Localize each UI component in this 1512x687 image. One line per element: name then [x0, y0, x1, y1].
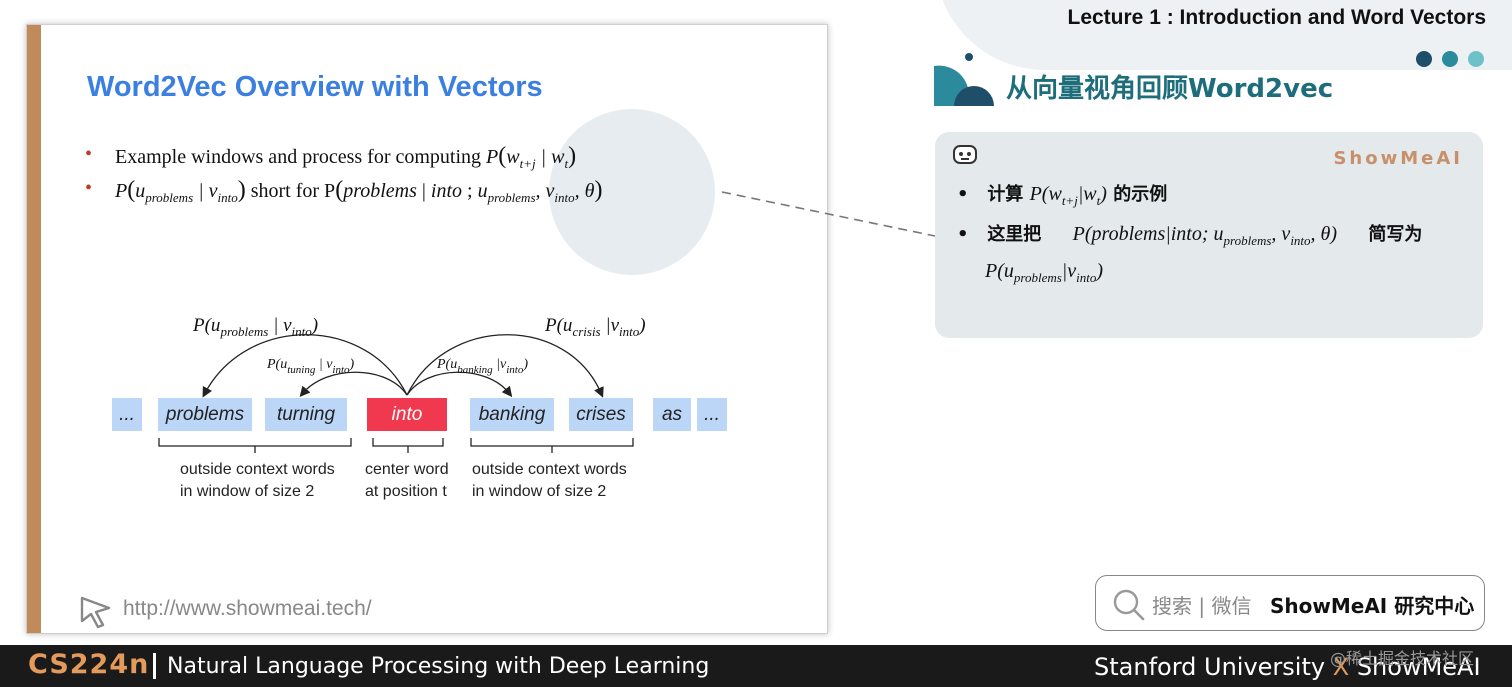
robot-icon	[953, 145, 977, 164]
section-title-cn: 从向量视角回顾Word2vec	[1006, 74, 1334, 104]
footer-brand: ShowMeAI	[1356, 653, 1481, 681]
bullet-dot: •	[85, 143, 93, 165]
university-name: Stanford University	[1094, 653, 1326, 681]
card-line-2: • 这里把 P(problems|into; uproblems, vinto,…	[957, 223, 1423, 248]
cursor-icon	[80, 596, 111, 629]
word-box-problems: problems	[158, 398, 252, 431]
arc-label-problems: P(uproblems | vinto)	[193, 315, 319, 339]
search-org-name: ShowMeAI 研究中心	[1270, 594, 1475, 618]
section-logo-icon	[934, 53, 994, 106]
context-arcs-diagram	[158, 334, 634, 453]
bracket-right	[470, 438, 634, 447]
word-box-into-center: into	[367, 398, 447, 431]
footer-bar: CS224n Natural Language Processing with …	[0, 645, 1512, 687]
word-box-turning: turning	[265, 398, 347, 431]
slide-panel: Word2Vec Overview with Vectors • Example…	[26, 24, 828, 634]
card-line-1-math: P(wt+j|wt)	[1029, 183, 1107, 208]
search-hint: 搜索 | 微信	[1152, 594, 1252, 618]
bracket-left	[158, 438, 352, 447]
bullet-2: • P(uproblems | vinto) short for P(probl…	[85, 177, 603, 206]
arc-label-banking: P(ubanking |vinto)	[437, 357, 529, 376]
arc-crises	[406, 334, 604, 398]
search-box[interactable]: 搜索 | 微信 ShowMeAI 研究中心	[1095, 575, 1485, 631]
arc-problems	[202, 334, 408, 398]
bullet-2-text: short for P(problems | into ; uproblems,…	[250, 177, 603, 205]
decor-dot	[1416, 51, 1432, 67]
word-box-banking: banking	[470, 398, 554, 431]
slide-title: Word2Vec Overview with Vectors	[87, 71, 543, 103]
caption-right-context: outside context words in window of size …	[472, 461, 627, 500]
header-band	[935, 0, 1512, 70]
arc-banking	[406, 371, 513, 398]
card-line-2-prefix: 这里把	[987, 224, 1042, 245]
card-line-2-math: P(problems|into; uproblems, vinto, θ)	[1072, 223, 1338, 248]
zoom-highlight-circle	[549, 109, 715, 275]
lecture-title: Lecture 1 : Introduction and Word Vector…	[1067, 6, 1487, 29]
caption-left-context: outside context words in window of size …	[180, 461, 335, 500]
website-url[interactable]: http://www.showmeai.tech/	[123, 597, 372, 620]
bullet-dot: •	[85, 177, 93, 199]
caption-center-word: center word at position t	[365, 461, 449, 500]
watermark: @稀土掘金技术社区	[1330, 649, 1475, 668]
page-canvas: Word2Vec Overview with Vectors • Example…	[0, 0, 1512, 645]
course-name: Natural Language Processing with Deep Le…	[167, 654, 710, 679]
word-box-as: as	[653, 398, 691, 431]
search-icon	[1113, 589, 1145, 621]
bullet-2-math: P(uproblems | vinto)	[115, 177, 246, 205]
decor-dot	[1468, 51, 1484, 67]
footer-x: X	[1332, 653, 1350, 681]
footer-divider	[153, 653, 156, 679]
slide-accent-bar	[27, 25, 41, 633]
note-card: ShowMeAI • 计算 P(wt+j|wt) 的示例 • 这里把 P(pro…	[935, 132, 1483, 338]
arc-label-tuning: P(utuning | vinto)	[267, 357, 355, 376]
arc-turning	[299, 371, 408, 397]
card-brand: ShowMeAI	[1333, 148, 1463, 169]
card-line-3: P(uproblems|vinto)	[985, 260, 1103, 286]
card-line-1-prefix: 计算	[987, 184, 1024, 205]
bullet-1-text: Example windows and process for computin…	[115, 146, 487, 168]
word-box-ellipsis-left: ...	[112, 398, 142, 431]
card-line-3-math: P(uproblems|vinto)	[985, 260, 1104, 285]
bullet-1-math: P(wt+j | wt)	[486, 143, 577, 171]
word-box-crises: crises	[569, 398, 633, 431]
course-code: CS224n	[28, 649, 150, 680]
card-line-2-suffix: 简写为	[1368, 224, 1423, 245]
card-line-1-suffix: 的示例	[1113, 184, 1168, 205]
decor-dot	[1442, 51, 1458, 67]
word-box-ellipsis-right: ...	[697, 398, 727, 431]
card-line-1: • 计算 P(wt+j|wt) 的示例	[957, 183, 1168, 208]
bracket-center	[372, 438, 444, 447]
decor-dots	[1416, 51, 1494, 71]
bullet-1: • Example windows and process for comput…	[85, 143, 577, 172]
arc-label-crisis: P(ucrisis |vinto)	[545, 315, 646, 339]
footer-credits: Stanford University X ShowMeAI	[1094, 653, 1481, 681]
